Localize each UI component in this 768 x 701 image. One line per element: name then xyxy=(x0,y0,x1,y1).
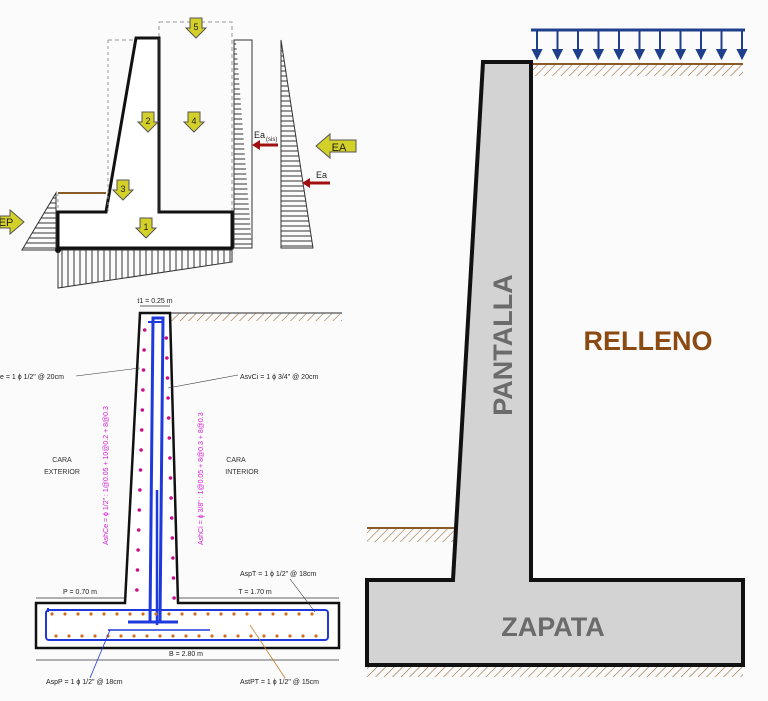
load-arrow xyxy=(531,31,543,61)
svg-text:AstPT = 1 ϕ 1/2" @ 15cm: AstPT = 1 ϕ 1/2" @ 15cm xyxy=(240,679,319,686)
load-arrow xyxy=(572,31,584,61)
weight-label: 2 xyxy=(145,116,150,126)
ea-sis-arrow: Ea (sis) xyxy=(252,130,278,150)
load-arrow xyxy=(695,31,707,61)
backfill-surface-hatch xyxy=(533,64,743,76)
front-soil-hatch xyxy=(367,528,457,542)
svg-text:EXTERIOR: EXTERIOR xyxy=(44,469,80,476)
load-arrow xyxy=(633,31,646,61)
svg-text:t1 = 0.25 m: t1 = 0.25 m xyxy=(137,298,172,305)
zapata-label: ZAPATA xyxy=(501,612,604,642)
weight-arrow-1: 1 xyxy=(134,217,158,239)
weight-label: 1 xyxy=(143,222,148,232)
svg-text:EP: EP xyxy=(0,217,13,229)
surcharge-load xyxy=(531,28,748,61)
rebar-detail: t1 = 0.25 m e = 1 ϕ 1/2" @ 20cm AsvCi = … xyxy=(0,298,342,686)
svg-text:T = 1.70 m: T = 1.70 m xyxy=(238,589,272,596)
svg-text:CARA: CARA xyxy=(52,457,72,464)
load-arrow xyxy=(613,31,625,61)
svg-text:EA: EA xyxy=(332,142,347,154)
load-arrow xyxy=(674,31,687,61)
weight-arrow-4: 4 xyxy=(182,111,206,133)
load-arrow xyxy=(715,31,728,61)
svg-text:INTERIOR: INTERIOR xyxy=(225,469,258,476)
svg-text:(sis): (sis) xyxy=(266,137,277,143)
weight-arrow-2: 2 xyxy=(136,111,160,133)
svg-text:AshCe = ϕ 1/2" : 1@0.05 + 10@: AshCe = ϕ 1/2" : 1@0.05 + 10@0.2 + 8@0.3 xyxy=(103,406,110,545)
svg-text:Ea: Ea xyxy=(254,130,265,140)
svg-text:CARA: CARA xyxy=(226,457,246,464)
small-wall-outline xyxy=(56,36,234,250)
foundation-soil-hatch xyxy=(367,665,743,677)
load-arrow xyxy=(654,31,666,61)
svg-text:Ea: Ea xyxy=(316,170,327,180)
weight-arrow-5: 5 xyxy=(184,17,208,39)
load-arrow xyxy=(592,31,605,61)
ea-arrow: EA xyxy=(315,132,357,160)
large-wall-section: PANTALLA RELLENO ZAPATA xyxy=(365,28,748,677)
weight-label: 5 xyxy=(193,22,198,32)
load-arrow xyxy=(551,31,564,61)
svg-text:P = 0.70 m: P = 0.70 m xyxy=(63,589,97,596)
load-arrow xyxy=(736,31,748,61)
ea-small-arrow: Ea xyxy=(302,170,330,188)
ep-arrow: EP xyxy=(0,208,25,236)
relleno-label: RELLENO xyxy=(583,326,712,356)
weight-arrow-3: 3 xyxy=(111,179,135,201)
force-diagram: 1 2 3 4 5 EA EP Ea Ea (sis) xyxy=(0,17,357,289)
svg-text:B = 2.80 m: B = 2.80 m xyxy=(169,651,203,658)
svg-text:AsvCi = 1 ϕ 3/4" @ 20cm: AsvCi = 1 ϕ 3/4" @ 20cm xyxy=(240,374,318,381)
svg-text:e = 1 ϕ 1/2" @ 20cm: e = 1 ϕ 1/2" @ 20cm xyxy=(0,374,64,381)
pantalla-label: PANTALLA xyxy=(488,274,518,415)
svg-text:AspP = 1 ϕ 1/2" @ 18cm: AspP = 1 ϕ 1/2" @ 18cm xyxy=(46,679,123,686)
weight-label: 3 xyxy=(120,184,125,194)
wall-body xyxy=(365,60,745,667)
svg-text:AshCi = ϕ 3/8" : 1@0.05 + 8@0: AshCi = ϕ 3/8" : 1@0.05 + 8@0.3 + 8@0.3 xyxy=(198,412,205,545)
weight-label: 4 xyxy=(191,116,196,126)
svg-text:AspT = 1 ϕ 1/2" @ 18cm: AspT = 1 ϕ 1/2" @ 18cm xyxy=(240,571,316,578)
